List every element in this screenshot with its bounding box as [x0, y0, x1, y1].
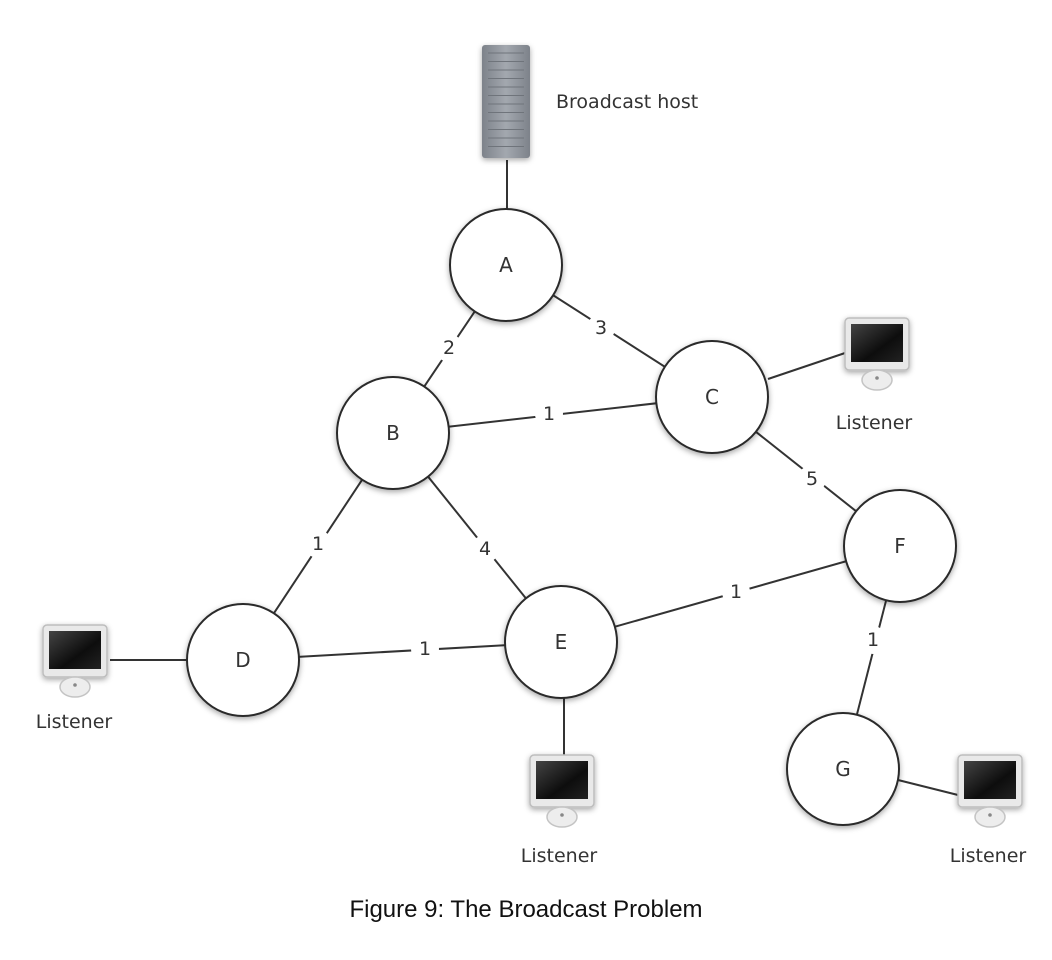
node-g: G — [786, 712, 900, 826]
edge-weight-label: 5 — [806, 468, 818, 490]
node-a: A — [449, 208, 563, 322]
listener-c: Listener — [836, 317, 913, 434]
node-circle — [186, 603, 300, 717]
listener-label: Listener — [950, 845, 1027, 867]
listener-g: Listener — [950, 754, 1027, 867]
computer-monitor-icon — [844, 317, 910, 391]
edge-weight-background — [722, 578, 750, 606]
nodes-layer: A B C D E F G — [186, 208, 957, 826]
node-circle — [655, 340, 769, 454]
edge-weight-background — [411, 635, 439, 663]
edge-weight-label: 1 — [730, 581, 742, 603]
node-label: G — [835, 757, 851, 781]
edge-weight-label: 1 — [543, 403, 555, 425]
edge-weight-background — [859, 626, 887, 654]
edge-weight-background — [535, 400, 563, 428]
node-circle — [843, 489, 957, 603]
node-b: B — [336, 376, 450, 490]
node-circle — [336, 376, 450, 490]
edge-weight-background — [798, 465, 826, 493]
node-c: C — [655, 340, 769, 454]
computer-monitor-icon — [957, 754, 1023, 828]
edge-weight-label: 1 — [312, 533, 324, 555]
node-circle — [786, 712, 900, 826]
monitor-stand — [546, 806, 578, 828]
computer-monitor-icon — [529, 754, 595, 828]
edge-weight-label: 2 — [443, 337, 455, 359]
listener-label: Listener — [36, 711, 113, 733]
broadcast-host: Broadcast host — [482, 45, 698, 158]
edge-weight-background — [304, 530, 332, 558]
monitor-stand-dot — [875, 376, 879, 380]
computer-monitor-icon — [42, 624, 108, 698]
monitor-stand — [59, 676, 91, 698]
monitor-stand-dot — [73, 683, 77, 687]
node-f: F — [843, 489, 957, 603]
server-tower-icon — [482, 45, 530, 158]
edge-weight-background — [471, 535, 499, 563]
monitor-stand-dot — [560, 813, 564, 817]
node-label: A — [499, 253, 513, 277]
listener-label: Listener — [836, 412, 913, 434]
listener-link-line — [767, 351, 849, 380]
listener-e: Listener — [521, 754, 598, 867]
edge-weight-label: 1 — [419, 638, 431, 660]
monitor-screen — [49, 631, 101, 669]
edge-weight-label: 3 — [595, 317, 607, 339]
listener-link-line — [897, 779, 959, 796]
node-label: C — [705, 385, 719, 409]
node-d: D — [186, 603, 300, 717]
monitor-stand — [861, 369, 893, 391]
edge-weight-label: 1 — [867, 629, 879, 651]
node-label: F — [894, 534, 906, 558]
monitor-screen — [851, 324, 903, 362]
edge-e-f: 1 — [560, 545, 901, 643]
monitor-stand-dot — [988, 813, 992, 817]
node-circle — [449, 208, 563, 322]
broadcast-host-label: Broadcast host — [556, 91, 698, 113]
node-e: E — [504, 585, 618, 699]
device-links-layer — [110, 160, 959, 796]
node-circle — [504, 585, 618, 699]
edge-weight-background — [587, 314, 615, 342]
figure-caption: Figure 9: The Broadcast Problem — [349, 896, 703, 923]
listener-label: Listener — [521, 845, 598, 867]
monitor-screen — [536, 761, 588, 799]
node-label: B — [386, 421, 400, 445]
node-label: D — [235, 648, 250, 672]
monitor-stand — [974, 806, 1006, 828]
node-label: E — [555, 630, 568, 654]
edge-weight-background — [435, 334, 463, 362]
listener-d: Listener — [36, 624, 113, 733]
edge-weight-label: 4 — [479, 538, 491, 560]
monitor-screen — [964, 761, 1016, 799]
